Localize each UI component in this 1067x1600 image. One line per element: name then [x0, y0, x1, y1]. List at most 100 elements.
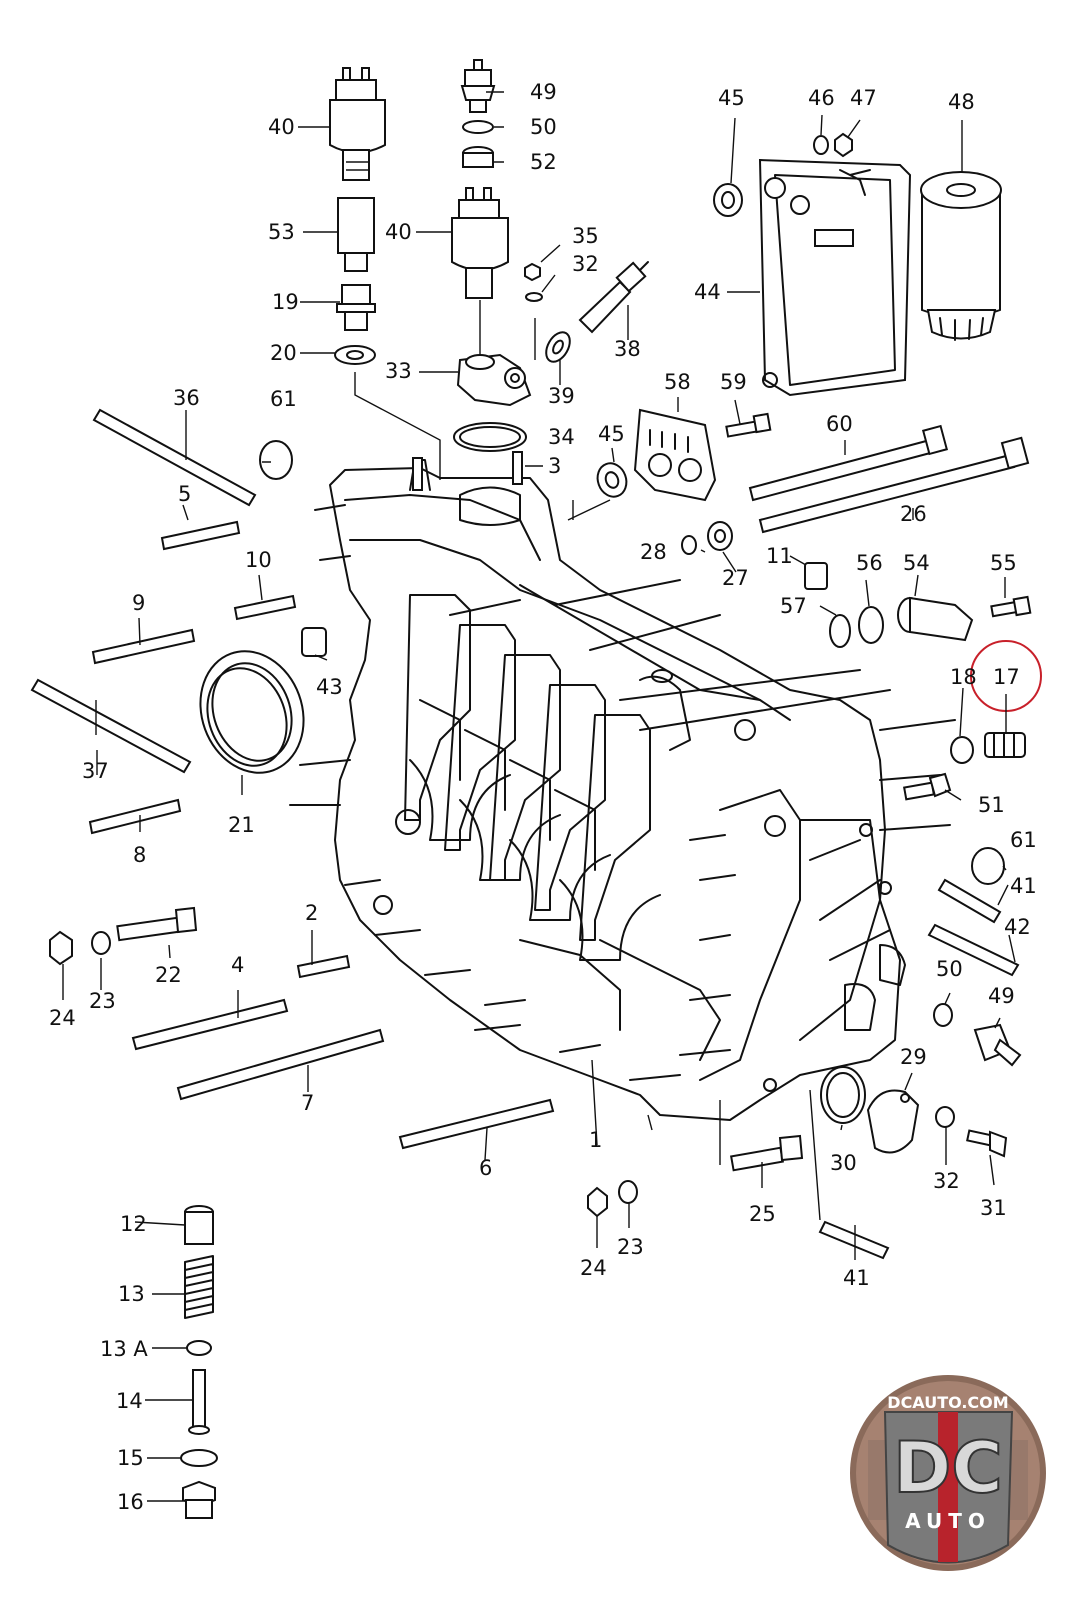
callout-16: 16: [117, 1490, 144, 1514]
callout-12: 12: [120, 1212, 147, 1236]
part-15-washer: [180, 1449, 218, 1467]
callout-48: 48: [948, 90, 975, 114]
callout-23: 23: [617, 1235, 644, 1259]
part-17-plug: [984, 732, 1026, 758]
callout-59: 59: [720, 370, 747, 394]
part-48-oil-filter: [920, 171, 1002, 341]
part-49-sender-right: [973, 1023, 1022, 1067]
callout-41: 41: [1010, 874, 1037, 898]
part-6-stud: [398, 1098, 555, 1150]
callout-40: 40: [268, 115, 295, 139]
part-50-washer-top: [462, 120, 494, 134]
part-2-stud: [296, 954, 351, 979]
callout-numbers: 40 53 19 20 49 50 52 40 35 32 38 33 39 3…: [49, 80, 1037, 1514]
callout-5: 5: [178, 482, 191, 506]
crankcase-studs: [289, 504, 956, 1081]
part-53-adapter: [337, 197, 375, 272]
callout-15: 15: [117, 1446, 144, 1470]
part-29-cover: [866, 1089, 920, 1154]
part-44-oil-filter-housing: [758, 158, 912, 397]
callout-47: 47: [850, 86, 877, 110]
part-35-nut: [524, 262, 541, 282]
callout-53: 53: [268, 220, 295, 244]
part-38-temperature-sensor: [578, 261, 649, 334]
callout-2: 2: [305, 901, 318, 925]
part-37-long-stud: [30, 678, 192, 774]
part-16-plug: [182, 1480, 216, 1519]
callout-13a: 13 A: [100, 1337, 148, 1361]
callout-14: 14: [116, 1389, 143, 1413]
part-59-bolt: [725, 412, 772, 438]
callout-22: 22: [155, 963, 182, 987]
callout-49: 49: [988, 984, 1015, 1008]
callout-55: 55: [990, 551, 1017, 575]
callout-33: 33: [385, 359, 412, 383]
part-12-piston: [184, 1205, 214, 1245]
callout-39: 39: [548, 384, 575, 408]
callout-25: 25: [749, 1202, 776, 1226]
callout-18: 18: [950, 665, 977, 689]
part-54-fitting: [897, 596, 974, 642]
part-13a-washer: [186, 1340, 212, 1356]
part-20-seal-ring: [334, 345, 376, 365]
callout-61: 61: [1010, 828, 1037, 852]
part-58-bracket: [633, 408, 717, 502]
callout-31: 31: [980, 1196, 1007, 1220]
part-7-stud: [176, 1028, 385, 1101]
part-27-plug: [707, 521, 733, 551]
callout-44: 44: [694, 280, 721, 304]
callout-46: 46: [808, 86, 835, 110]
part-55-bolt: [990, 595, 1032, 618]
callout-6: 6: [479, 1156, 492, 1180]
part-41-stud-right: [937, 878, 1002, 924]
part-57-o-ring: [829, 614, 851, 648]
part-10-stud: [233, 594, 297, 621]
part-47-nut: [834, 132, 853, 158]
callout-17: 17: [993, 665, 1020, 689]
logo-auto-text: AUTO: [905, 1509, 991, 1533]
part-8-stud: [88, 798, 182, 835]
callout-9: 9: [132, 591, 145, 615]
part-18-seal-ring: [950, 736, 974, 764]
callout-32: 32: [572, 252, 599, 276]
callout-54: 54: [903, 551, 930, 575]
callout-42: 42: [1004, 915, 1031, 939]
callout-43: 43: [316, 675, 343, 699]
callout-50: 50: [936, 957, 963, 981]
part-45-seal-mid: [596, 462, 628, 498]
part-5-stud: [160, 520, 241, 551]
callout-38: 38: [614, 337, 641, 361]
leader-lines: [62, 91, 1016, 1502]
callout-60: 60: [826, 412, 853, 436]
callout-40: 40: [385, 220, 412, 244]
part-4-stud: [131, 998, 289, 1051]
callout-27: 27: [722, 566, 749, 590]
part-33-oil-fitting: [456, 353, 532, 407]
part-45-seal-top: [713, 183, 743, 217]
callout-56: 56: [856, 551, 883, 575]
part-41-stud-bottom: [818, 1220, 890, 1260]
callout-58: 58: [664, 370, 691, 394]
callout-37: 37: [82, 759, 109, 783]
callout-50: 50: [530, 115, 557, 139]
part-32-washer-right: [935, 1106, 955, 1128]
callout-10: 10: [245, 548, 272, 572]
dcauto-logo: DCAUTO.COM DC AUTO: [850, 1375, 1046, 1571]
part-61-plug-right: [971, 847, 1005, 885]
callout-1: 1: [589, 1128, 602, 1152]
part-21-oil-seal: [199, 650, 305, 774]
callout-11: 11: [766, 544, 793, 568]
part-14-plunger: [188, 1369, 210, 1435]
callout-8: 8: [133, 843, 146, 867]
callout-49: 49: [530, 80, 557, 104]
part-3-stud: [512, 451, 523, 485]
part-24-nut-left: [49, 930, 73, 966]
part-11-sleeve: [804, 562, 828, 590]
part-40-oil-pressure-sender-upper: [329, 67, 386, 181]
callout-28: 28: [640, 540, 667, 564]
callout-51: 51: [978, 793, 1005, 817]
part-28-seal: [681, 535, 697, 555]
part-43-dowel: [301, 627, 327, 657]
callout-34: 34: [548, 425, 575, 449]
